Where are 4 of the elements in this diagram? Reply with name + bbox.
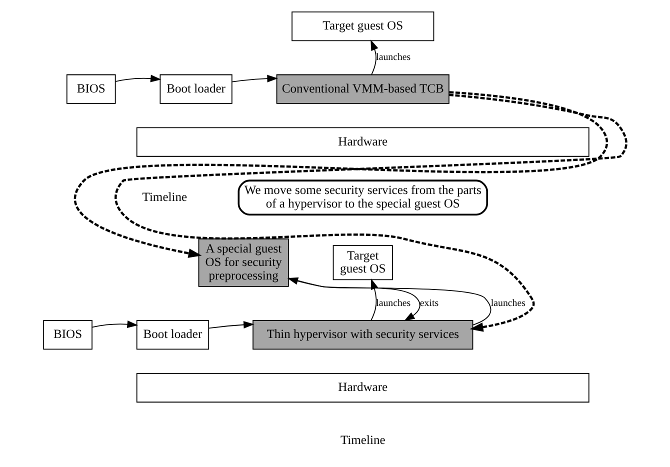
label: Timeline — [142, 190, 188, 204]
edge-label: exits — [420, 298, 439, 309]
edge-label: launches — [490, 298, 526, 309]
label: Timeline — [340, 433, 386, 447]
